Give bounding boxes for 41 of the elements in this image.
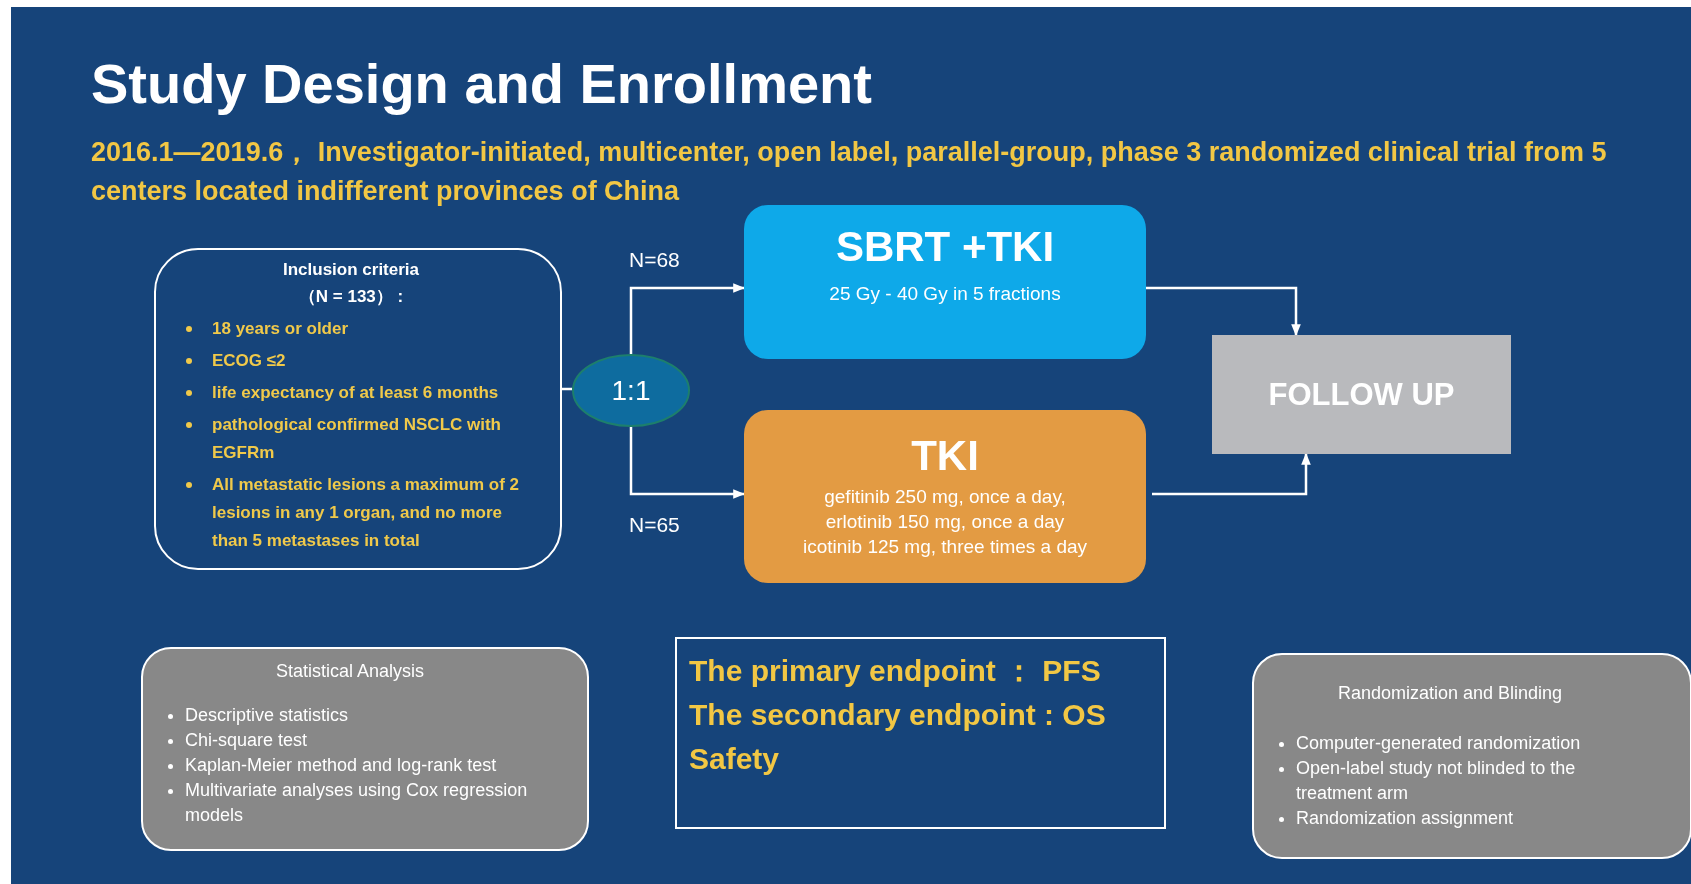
list-item: Computer-generated randomization — [1296, 732, 1582, 755]
arm-detail: 25 Gy - 40 Gy in 5 fractions — [828, 282, 1062, 306]
arm-detail: gefitinib 250 mg, once a day, — [823, 485, 1067, 509]
arm-detail: icotinib 125 mg, three times a day — [801, 535, 1089, 559]
arm-title: TKI — [910, 431, 980, 481]
criterion-text: ECOG ≤2 — [212, 350, 287, 372]
arm-title: SBRT +TKI — [834, 222, 1056, 272]
study-description: 2016.1—2019.6， Investigator-initiated, multicenter, open label, parallel-group, phase 3 randomized clinical trial from 5 centers located indifferent provinces of China — [91, 136, 1608, 208]
connector-arrow — [1152, 452, 1311, 496]
treatment-box — [744, 410, 1146, 583]
endpoint-text: The secondary endpoint : OS — [689, 697, 1107, 733]
criterion-text: 18 years or older — [212, 318, 350, 340]
info-box — [1252, 653, 1691, 859]
box-label: FOLLOW UP — [1267, 376, 1456, 414]
box-heading: Inclusion criteria — [281, 259, 420, 281]
list-item: Kaplan-Meier method and log-rank test — [185, 754, 498, 777]
box-heading: Statistical Analysis — [274, 660, 426, 683]
follow-up-box — [1212, 335, 1511, 454]
list-item: Open-label study not blinded to the treatment arm — [1296, 757, 1577, 805]
info-box — [141, 647, 589, 851]
arm-detail: erlotinib 150 mg, once a day — [824, 510, 1066, 534]
slide-title: Study Design and Enrollment — [91, 51, 872, 116]
treatment-box — [744, 205, 1146, 359]
sample-size: （N = 133） : — [297, 286, 405, 308]
criterion-text: All metastatic lesions a maximum of 2 lesions in any 1 organ, and no more than 5 metastases in total — [212, 474, 521, 552]
list-item: Multivariate analyses using Cox regression models — [185, 779, 529, 827]
criterion-text: life expectancy of at least 6 months — [212, 382, 500, 404]
connector-arrow — [1146, 286, 1301, 337]
connector-arrow — [629, 283, 746, 354]
endpoint-text: Safety — [689, 741, 781, 777]
criteria-box — [154, 248, 562, 570]
list-item: Randomization assignment — [1296, 807, 1515, 830]
criterion-text: pathological confirmed NSCLC with EGFRm — [212, 414, 502, 464]
connector-arrow — [629, 427, 746, 499]
endpoint-box — [675, 637, 1166, 829]
list-item: Chi-square test — [185, 729, 309, 752]
list-item: Descriptive statistics — [185, 704, 350, 727]
ratio-text: 1:1 — [610, 374, 652, 408]
endpoint-text: The primary endpoint ： PFS — [689, 653, 1102, 689]
box-heading: Randomization and Blinding — [1336, 682, 1564, 705]
ratio-ellipse — [572, 354, 690, 427]
